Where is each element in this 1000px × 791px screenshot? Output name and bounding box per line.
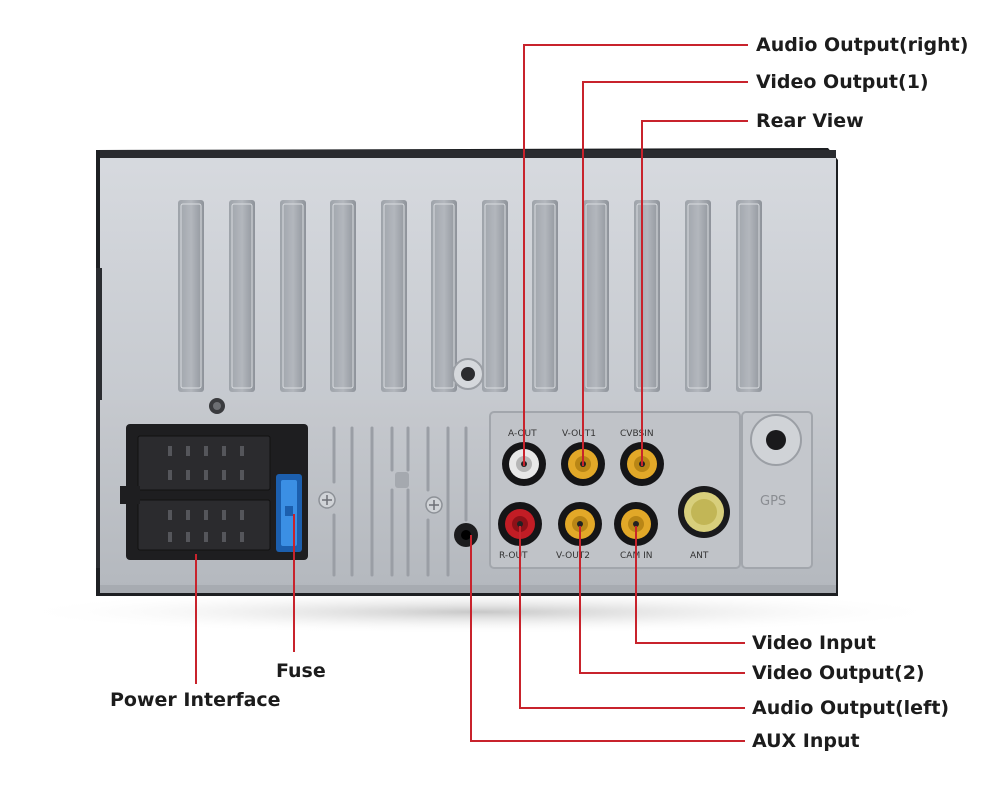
panel-label-ant: ANT [690,551,709,561]
fin [532,200,558,392]
gps-panel: GPS [741,411,813,569]
fuse-icon [276,474,302,552]
callout-power-interface: Power Interface [110,689,281,711]
antenna-port-icon [678,486,730,538]
callout-aux-input: AUX Input [752,730,860,752]
callout-video-input: Video Input [752,632,876,654]
fin [330,200,356,392]
screw-icon [318,491,336,509]
gps-port-icon [750,414,802,466]
vent-slots [332,426,468,577]
panel-label-gps: GPS [760,494,786,509]
callout-video-output-1: Video Output(1) [756,71,929,93]
fin [229,200,255,392]
rca-panel: A-OUT V-OUT1 CVBSIN R-OUT V-OUT2 CAM IN … [489,411,741,569]
leader-line-audio-output-left [519,526,745,709]
panel-label-r-out: R-OUT [499,551,528,561]
panel-label-v-out2: V-OUT2 [556,551,590,561]
screw-icon [425,496,443,514]
fin [381,200,407,392]
callout-video-output-2: Video Output(2) [752,662,925,684]
fin [482,200,508,392]
panel-label-a-out: A-OUT [508,429,537,439]
leader-line-video-input [635,526,745,644]
screw-icon [209,398,225,414]
leader-line-video-output-1 [582,81,748,466]
callout-audio-output-left: Audio Output(left) [752,697,950,719]
fin [685,200,711,392]
leader-line-audio-output-right [523,44,748,466]
leader-line-rear-view [641,120,748,466]
rca-jack-icon [498,502,542,546]
fin [736,200,762,392]
fin [431,200,457,392]
callout-audio-output-right: Audio Output(right) [756,34,969,56]
vent-slot-center [395,472,409,488]
leader-line-video-output-2 [579,526,745,674]
leader-line-aux-input [470,535,745,742]
floor-shadow [10,590,950,634]
fin [634,200,660,392]
callout-fuse: Fuse [276,660,326,682]
fin [280,200,306,392]
power-interface-connector [120,424,308,560]
cooling-fins [178,200,762,392]
aux-input-jack-icon [454,523,478,547]
fin [583,200,609,392]
fin [178,200,204,392]
leader-lines [195,44,748,742]
mount-hole-icon [452,358,484,390]
panel-label-cvbsin: CVBSIN [620,429,654,439]
rca-jack-icon [558,502,602,546]
rca-jack-icon [614,502,658,546]
callout-rear-view: Rear View [756,110,864,132]
panel-label-v-out1: V-OUT1 [562,429,596,439]
